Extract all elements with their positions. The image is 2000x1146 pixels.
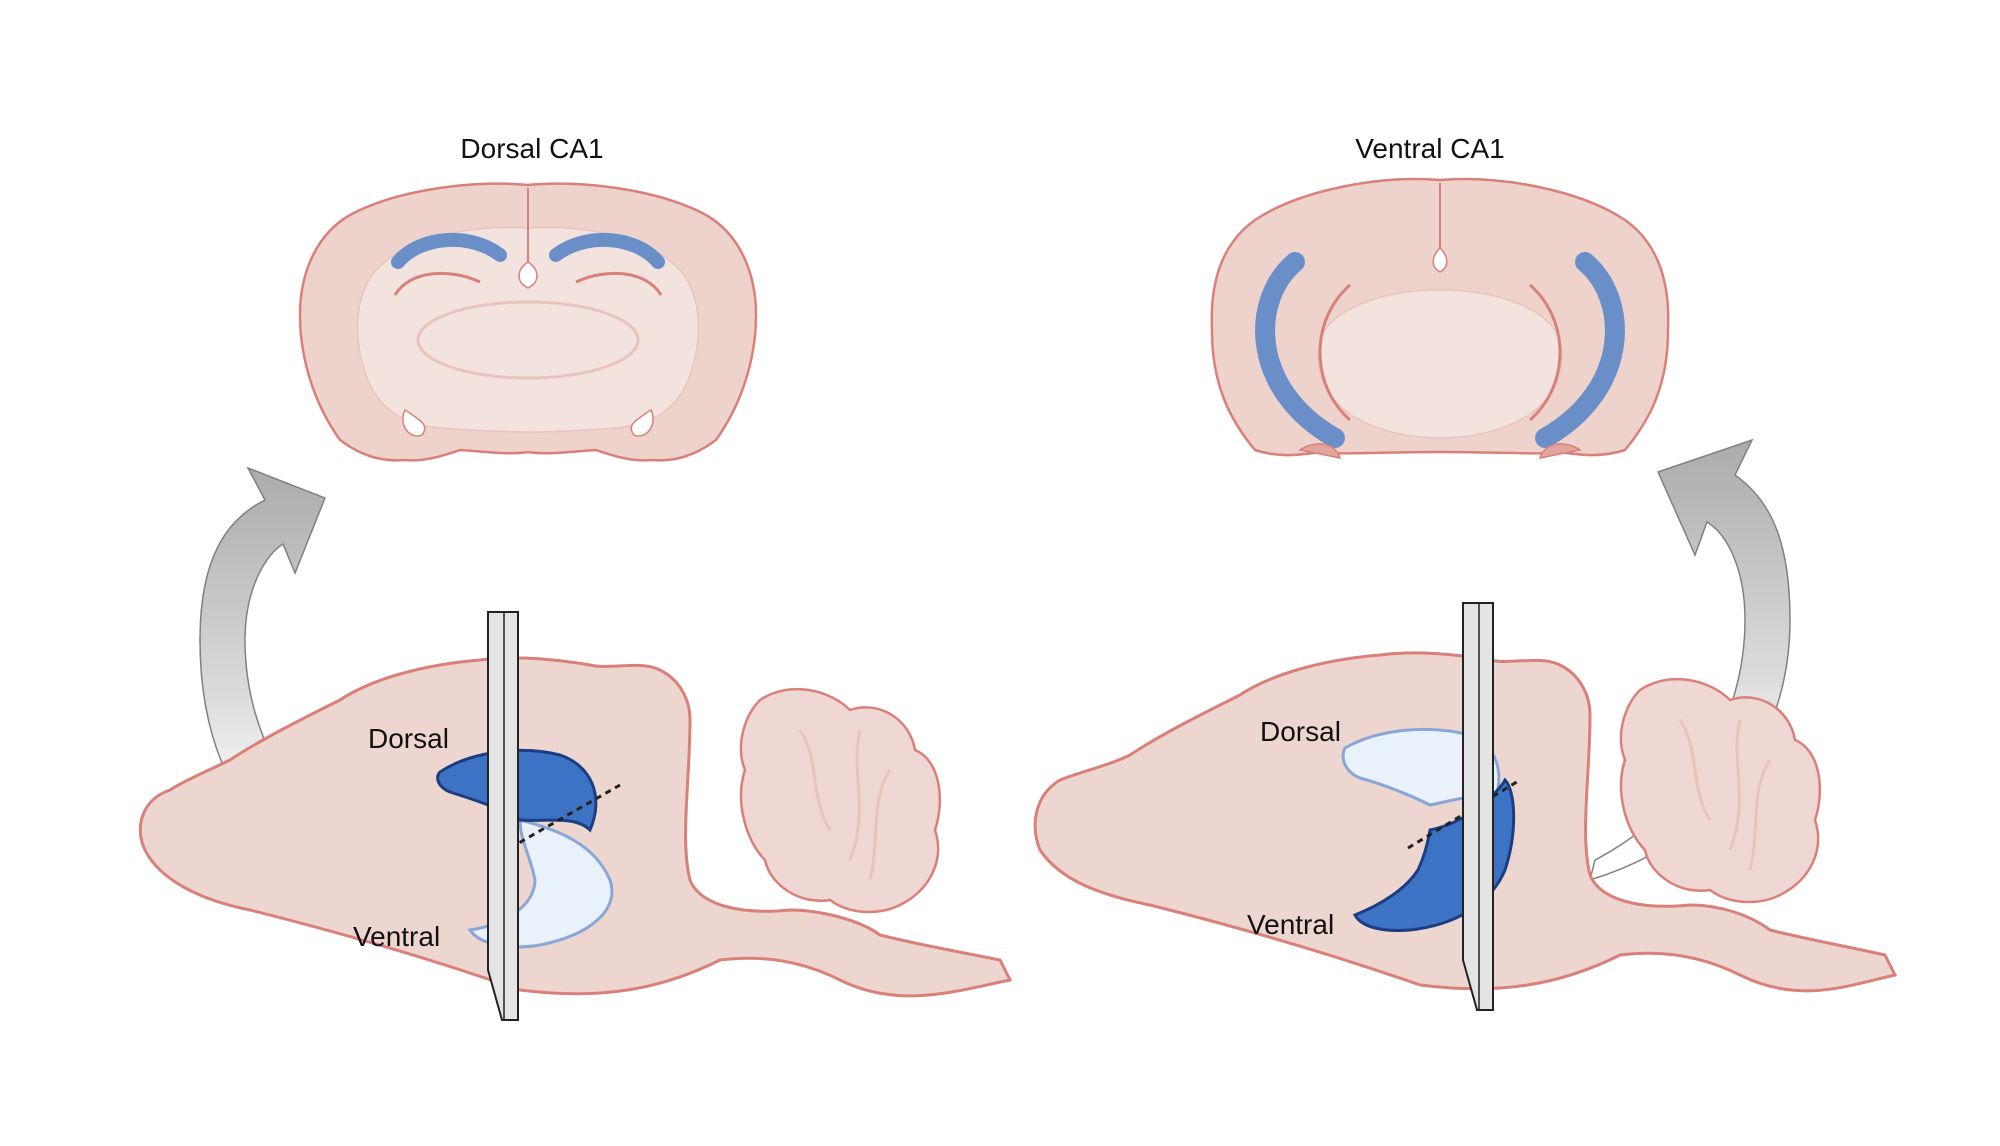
left-panel: Dorsal CA1 Dorsal Ventral — [138, 133, 1013, 1021]
lateral-cavity-left — [402, 408, 426, 437]
cerebellum-left — [739, 687, 942, 914]
right-panel: Ventral CA1 Dorsal Ventral — [1033, 133, 1898, 1011]
ventral-ca1-band-left — [1255, 252, 1345, 448]
ventral-hippocampus-pale — [467, 818, 614, 949]
dorsal-ca1-band-left — [391, 232, 507, 269]
lateral-cavity-right — [630, 408, 654, 437]
sagittal-brain-left: Dorsal Ventral — [138, 611, 1013, 1021]
panel-title: Ventral CA1 — [1355, 133, 1504, 164]
coronal-section-ventral: Ventral CA1 — [1210, 133, 1670, 459]
slicing-blade — [487, 611, 519, 1021]
dentate-right — [1529, 283, 1562, 422]
dorsal-ca1-band-right — [549, 232, 665, 269]
label-dorsal: Dorsal — [368, 723, 449, 754]
dentate-left — [1318, 283, 1351, 422]
coronal-inner — [356, 226, 700, 433]
dentate-left — [393, 271, 481, 296]
cerebellum-right — [1619, 677, 1822, 904]
label-dorsal: Dorsal — [1260, 716, 1341, 747]
label-ventral: Ventral — [353, 921, 440, 952]
coronal-section-dorsal: Dorsal CA1 — [298, 133, 758, 462]
slicing-blade — [1462, 602, 1494, 1011]
thalamus — [416, 300, 640, 380]
ventricle — [518, 261, 538, 289]
dentate-right — [575, 271, 663, 296]
amygdala-left — [1298, 443, 1342, 459]
cerebellum-folia — [798, 729, 892, 881]
cerebellum-folia — [1678, 719, 1772, 871]
label-ventral: Ventral — [1247, 909, 1334, 940]
ventral-ca1-band-right — [1535, 252, 1625, 448]
sagittal-outline — [138, 656, 1013, 998]
amygdala-right — [1538, 443, 1582, 459]
panel-title: Dorsal CA1 — [460, 133, 603, 164]
sagittal-brain-right: Dorsal Ventral — [1033, 602, 1898, 1011]
ventricle — [1432, 246, 1448, 273]
coronal-inner — [1317, 289, 1563, 439]
